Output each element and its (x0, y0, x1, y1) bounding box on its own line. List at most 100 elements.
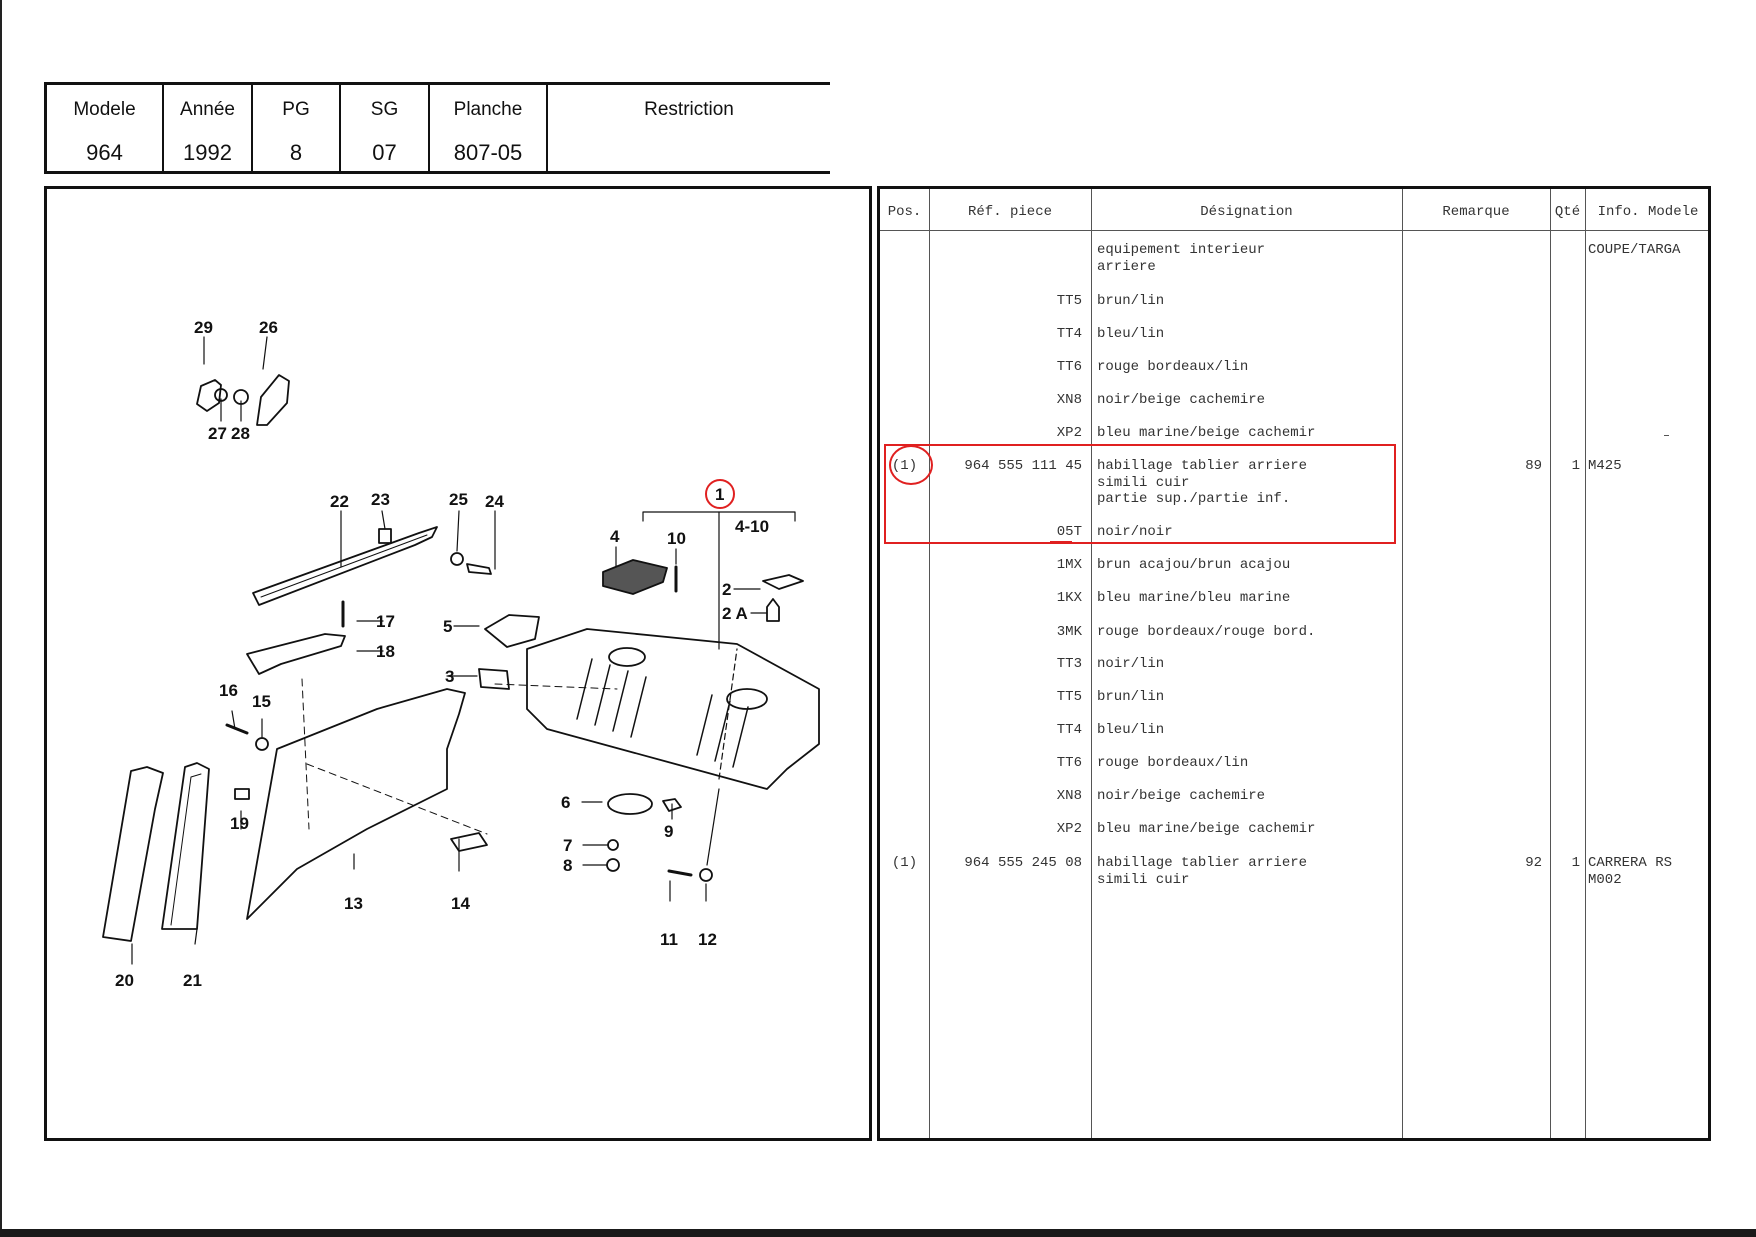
part-22-rail-edge (260, 534, 428, 598)
cell-designation: bleu marine/beige cachemir (1097, 425, 1316, 441)
parts-list-table: Pos. Réf. piece Désignation Remarque Qté… (877, 186, 1711, 1141)
cell-designation: brun acajou/brun acajou (1097, 557, 1291, 573)
part-6-ring (607, 793, 653, 815)
exploded-parts-drawing: 29 26 27 28 22 23 25 24 1 4-10 4 10 2 2 … (44, 186, 872, 1141)
callout-22: 22 (330, 492, 349, 511)
cell-designation: habillage tablier arriere simili cuir pa… (1097, 458, 1308, 507)
column-divider (1091, 189, 1092, 1138)
cell-designation: noir/noir (1097, 524, 1173, 540)
callout-29: 29 (194, 318, 213, 337)
callout-18: 18 (376, 642, 395, 661)
callout-7: 7 (563, 836, 572, 855)
callout-4: 4 (610, 527, 620, 546)
callout-5: 5 (443, 617, 452, 636)
header-label-annee: Année (180, 99, 235, 120)
cell-ref: TT4 (1056, 722, 1082, 738)
cell-designation: equipement interieur arriere (1097, 242, 1266, 275)
part-20-trim (102, 766, 164, 942)
highlight-annotation-box (884, 444, 1396, 544)
part-12-washer (699, 868, 713, 882)
column-divider (1585, 189, 1586, 1138)
part-14-block (450, 832, 488, 852)
cell-designation: noir/beige cachemire (1097, 788, 1266, 804)
cell-designation: noir/beige cachemire (1097, 392, 1266, 408)
callout-4-10: 4-10 (735, 517, 769, 536)
leader-lines (131, 336, 796, 965)
part-27-washer (214, 388, 228, 402)
callout-23: 23 (371, 490, 390, 509)
part-26-cover (256, 374, 290, 426)
callout-19: 19 (230, 814, 249, 833)
part-25-washer (450, 552, 464, 566)
callout-13: 13 (344, 894, 363, 913)
cell-designation: bleu marine/bleu marine (1097, 590, 1291, 606)
header-cell-annee: Année 1992 (164, 85, 253, 171)
header-value-planche: 807-05 (453, 140, 523, 165)
callout-12: 12 (698, 930, 717, 949)
part-13-side-panel (246, 688, 466, 920)
cell-designation: rouge bordeaux/lin (1097, 359, 1249, 375)
part-21-trim (161, 762, 210, 930)
part-29-bracket (196, 379, 222, 412)
part-23-clip (378, 528, 392, 544)
cell-designation: bleu marine/beige cachemir (1097, 821, 1316, 837)
part-5-handle (484, 614, 540, 648)
part-2a-cap (766, 598, 780, 622)
callout-2: 2 (722, 580, 731, 599)
cell-ref: 1MX (1056, 557, 1082, 573)
cell-qte: 1 (1571, 458, 1580, 474)
pos-annotation-circle (889, 445, 933, 485)
part-18-bracket (246, 633, 346, 675)
cell-info: COUPE/TARGA (1588, 242, 1681, 258)
cell-ref: TT5 (1056, 689, 1082, 705)
cell-info: CARRERA RS M002 (1588, 855, 1673, 888)
cell-designation: brun/lin (1097, 689, 1165, 705)
cell-remarque: 89 (1525, 458, 1542, 474)
callout-2a: 2 A (722, 604, 748, 623)
stray-mark (1664, 435, 1669, 436)
column-header-designation: Désignation (1200, 204, 1293, 220)
cell-ref: 1KX (1056, 590, 1082, 606)
header-label-pg: PG (282, 99, 310, 120)
cell-ref: 05T (1056, 524, 1082, 540)
callout-16: 16 (219, 681, 238, 700)
cell-remarque: 92 (1525, 855, 1542, 871)
header-label-sg: SG (370, 99, 399, 120)
header-cell-planche: Planche 807-05 (430, 85, 548, 171)
header-cell-pg: PG 8 (253, 85, 341, 171)
cell-ref: XP2 (1056, 821, 1082, 837)
cell-designation: bleu/lin (1097, 326, 1165, 342)
column-divider (929, 189, 930, 1138)
header-table: Modele 964 Année 1992 PG 8 SG 07 Planche… (44, 82, 830, 174)
header-label-planche: Planche (453, 99, 523, 120)
column-header-pos: Pos. (887, 204, 922, 220)
part-11-screw (667, 869, 693, 877)
page-left-edge (0, 0, 2, 1237)
callout-27: 27 (208, 424, 227, 443)
callout-11: 11 (660, 930, 678, 949)
part-21-trim-inner (170, 773, 202, 926)
part-24-screw (466, 563, 492, 575)
header-label-modele: Modele (73, 99, 136, 120)
header-label-restriction: Restriction (644, 99, 734, 120)
part-15-washer (255, 737, 269, 751)
callout-14: 14 (451, 894, 470, 913)
header-divider (880, 230, 1708, 231)
column-header-ref: Réf. piece (967, 204, 1052, 220)
assembly-lines (301, 678, 618, 835)
part-1-speaker-right (726, 688, 768, 710)
column-header-info: Info. Modele (1597, 204, 1699, 220)
cell-ref: TT6 (1056, 359, 1082, 375)
cell-ref: TT6 (1056, 755, 1082, 771)
part-9-clip (662, 798, 682, 812)
part-4-grille (602, 559, 668, 595)
part-22-rail (252, 526, 438, 606)
ref-underline-annotation (1050, 541, 1072, 543)
cell-ref: 3MK (1056, 624, 1082, 640)
callout-25: 25 (449, 490, 468, 509)
callout-26: 26 (259, 318, 278, 337)
cell-info: M425 (1588, 458, 1622, 474)
callout-15: 15 (252, 692, 271, 711)
callout-20: 20 (115, 971, 134, 990)
page-bottom-edge (0, 1229, 1756, 1237)
